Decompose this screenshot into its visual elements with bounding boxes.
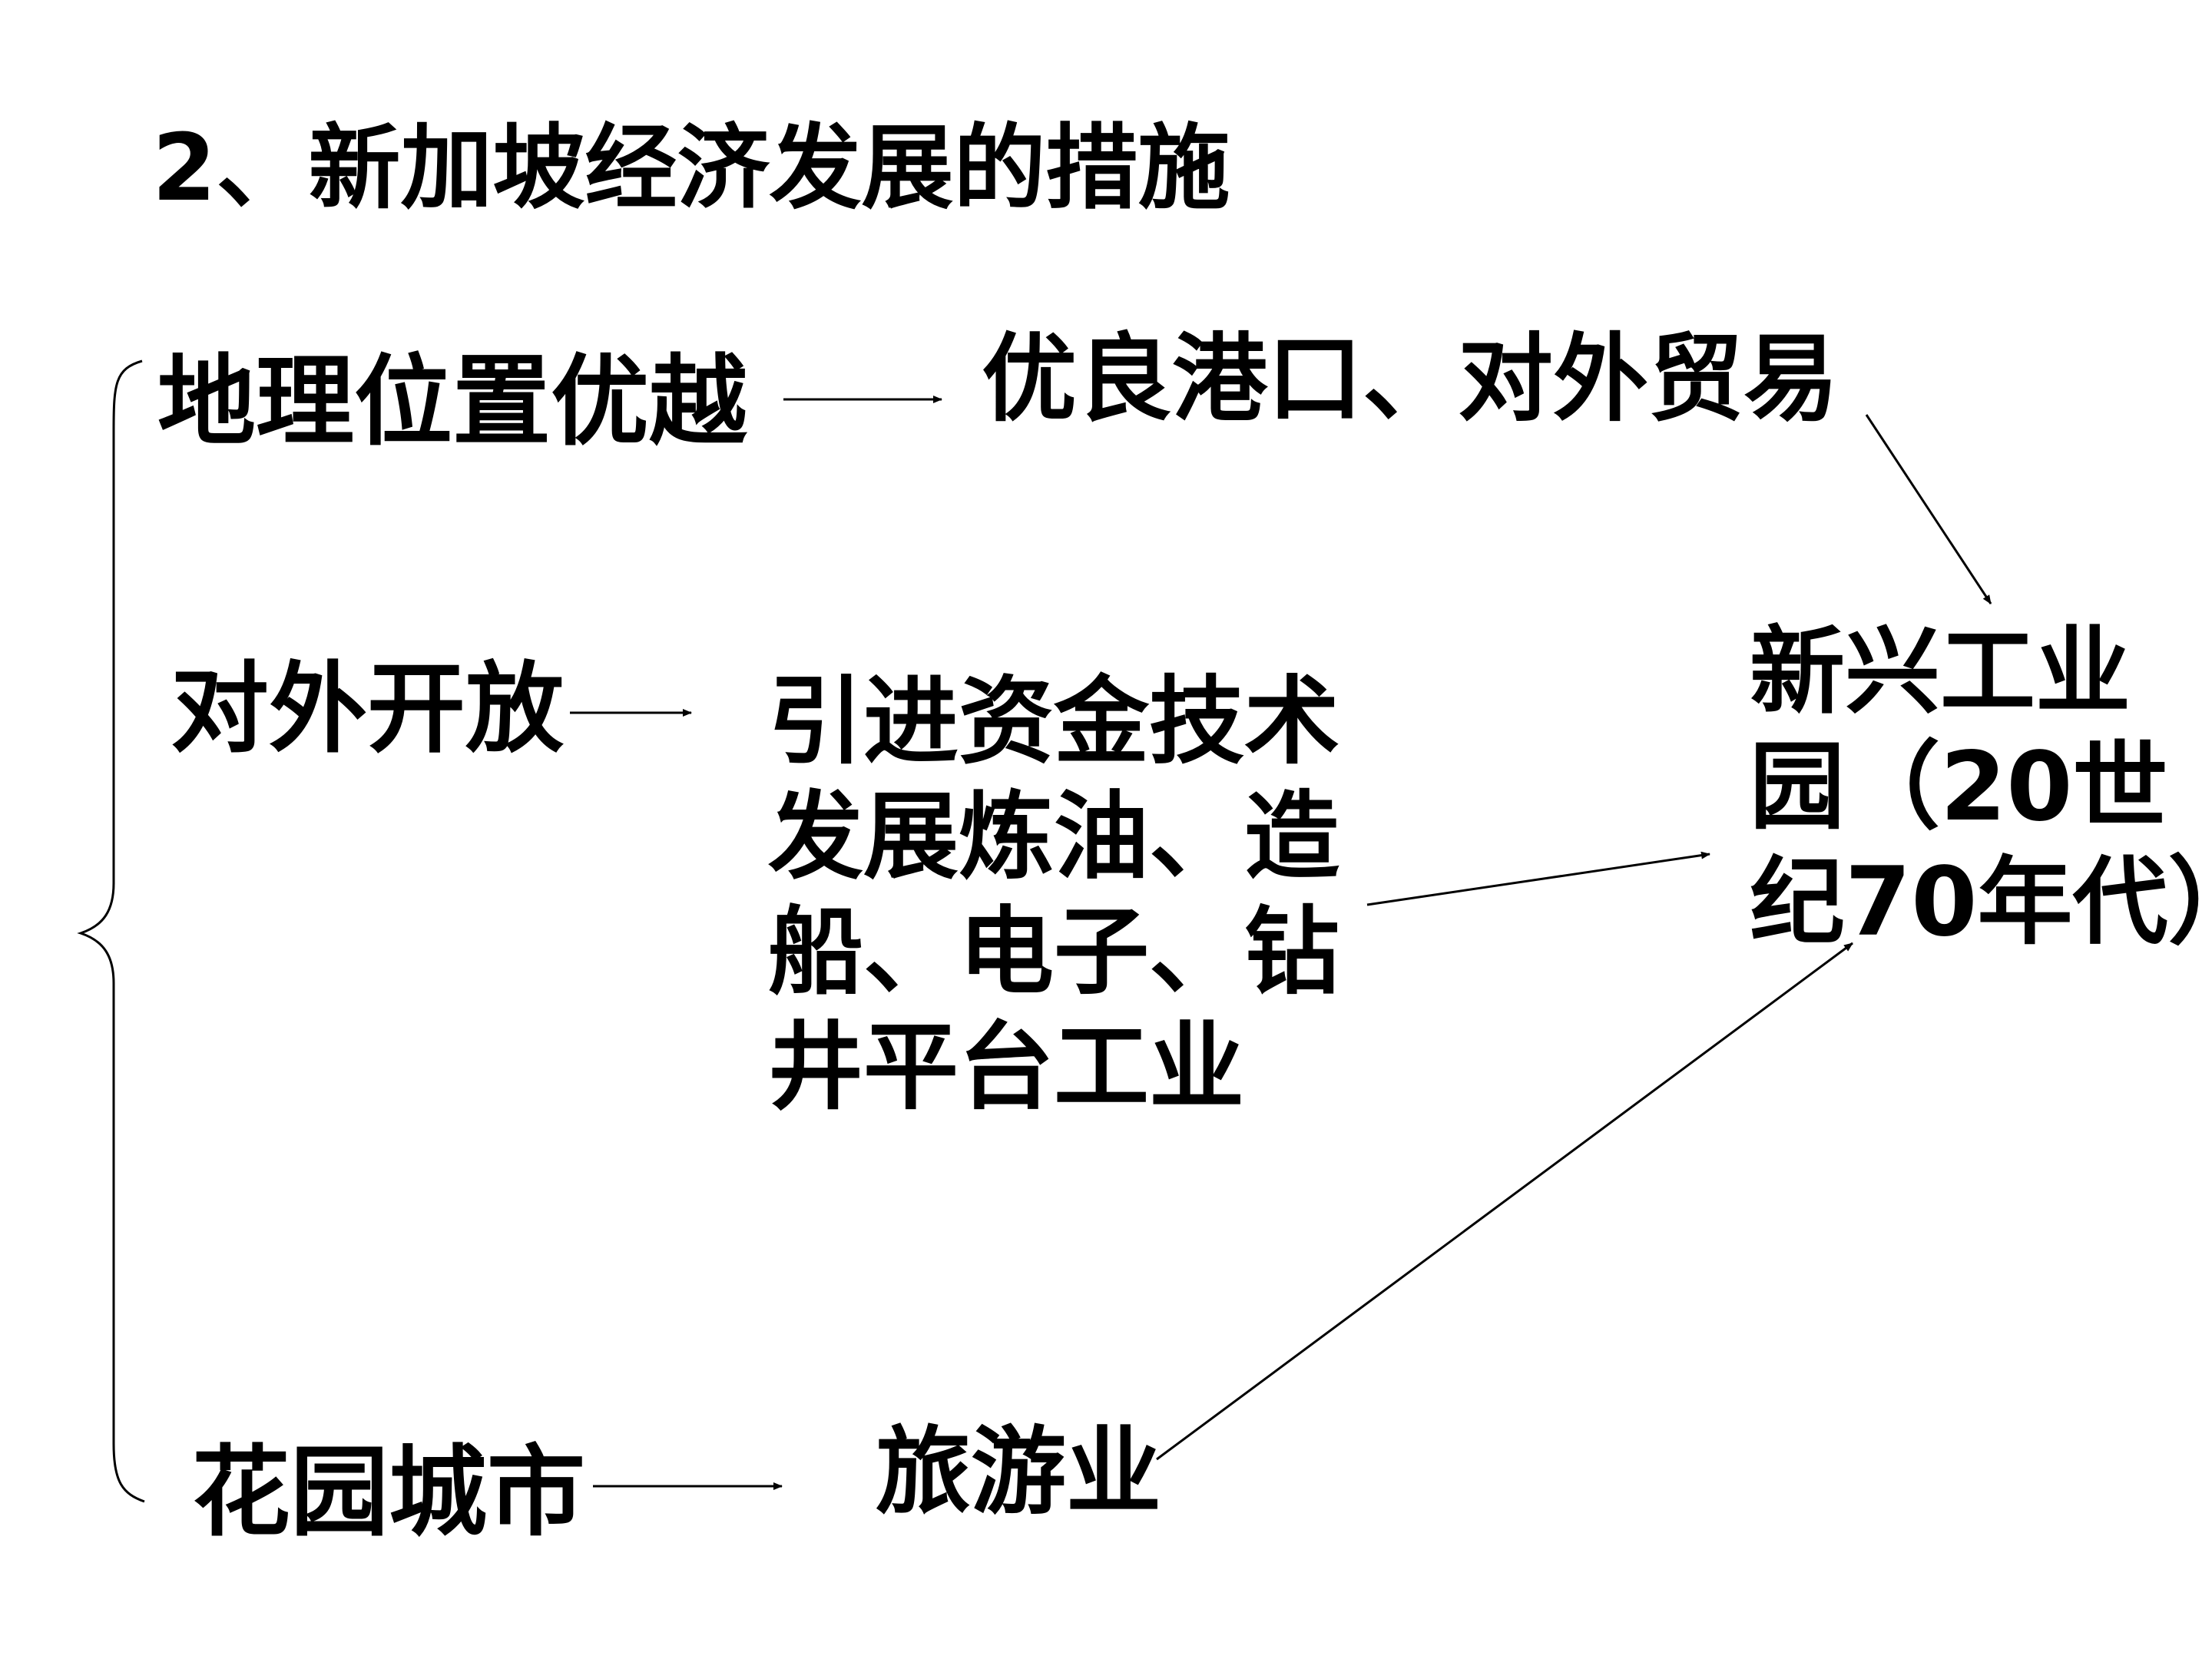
arrow-port-to-result <box>1865 414 1992 604</box>
effect-tourism: 旅游业 <box>876 1417 1162 1528</box>
result-industrial-park: 新兴工业 园（20世 纪70年代） <box>1750 614 2212 960</box>
left-brace <box>77 359 145 1503</box>
effect-industry: 引进资金技术 发展炼油、造 船、电子、钻 井平台工业 <box>768 664 1339 1125</box>
result-line-1: 新兴工业 <box>1750 617 2131 727</box>
arrow-tourism-to-result <box>1156 942 1853 1461</box>
effect-port-trade: 优良港口、对外贸易 <box>982 324 1839 435</box>
cause-garden: 花园城市 <box>192 1435 586 1550</box>
result-line-3: 纪70年代） <box>1750 847 2212 958</box>
slide-title: 2、新加坡经济发展的措施 <box>152 115 1230 222</box>
effect-industry-line-3: 船、电子、钻 <box>768 897 1340 1008</box>
effect-industry-line-1: 引进资金技术 <box>768 667 1340 777</box>
effect-industry-line-4: 井平台工业 <box>768 1012 1245 1123</box>
arrow-industry-to-result <box>1366 851 1710 906</box>
cause-opening: 对外开放 <box>171 652 565 767</box>
result-line-2: 园（20世 <box>1750 732 2168 843</box>
effect-industry-line-2: 发展炼油、造 <box>768 782 1340 892</box>
cause-geography: 地理位置优越 <box>157 345 748 459</box>
